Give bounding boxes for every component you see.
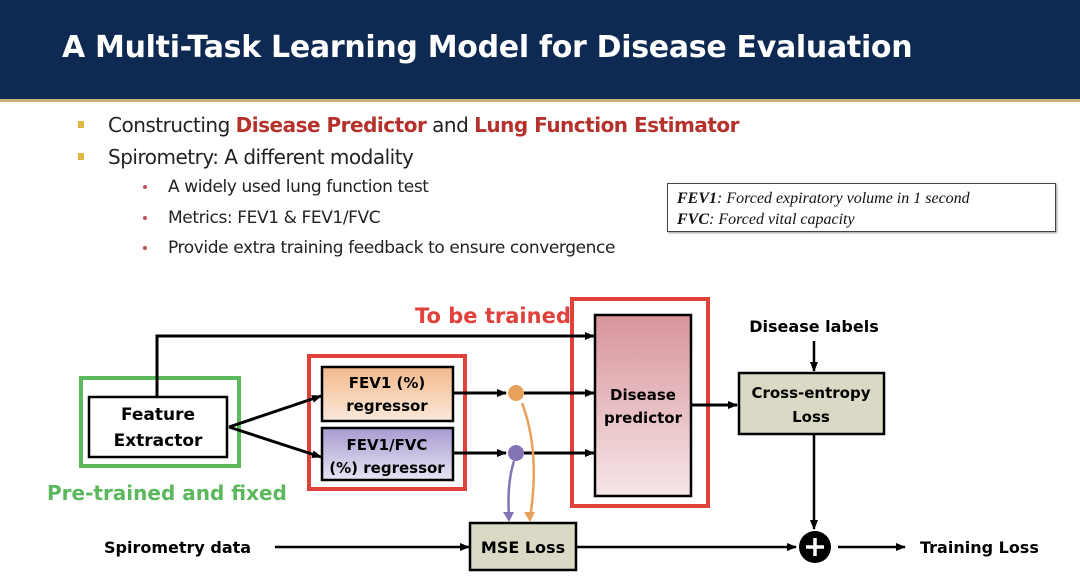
skip-connection-arrow — [155, 332, 595, 397]
term: FVC — [677, 211, 710, 228]
mse-loss-box: MSE Loss — [468, 521, 578, 572]
definitions-box: FEV1: Forced expiratory volume in 1 seco… — [667, 183, 1056, 232]
ratio-regressor-box: FEV1/FVC (%) regressor — [320, 426, 455, 482]
label: (%) regressor — [329, 459, 445, 477]
orange-arrowhead — [524, 512, 535, 522]
feature-extractor-box: Feature Extractor — [87, 395, 229, 459]
sub-bullet: A widely used lung function test — [143, 177, 429, 197]
bullet-2: Spirometry: A different modality — [77, 145, 414, 169]
bullet-1: Constructing Disease Predictor and Lung … — [78, 113, 739, 137]
orange-curve-arrow — [520, 402, 536, 519]
purple-curve-arrow — [507, 460, 516, 519]
label: Extractor — [114, 431, 203, 451]
to-be-trained-label: To be trained — [415, 304, 571, 328]
disease-predictor-box: Disease predictor — [593, 313, 693, 498]
definition-fev1: FEV1: Forced expiratory volume in 1 seco… — [677, 188, 1046, 209]
arrow-to-fev1 — [228, 394, 322, 429]
label: Disease — [610, 386, 676, 404]
regressor-group — [307, 354, 467, 491]
label: FEV1/FVC — [347, 436, 428, 454]
slide-header: A Multi-Task Learning Model for Disease … — [0, 0, 1080, 102]
highlight-disease-predictor: Disease Predictor — [235, 113, 427, 137]
desc: : Forced expiratory volume in 1 second — [717, 190, 970, 207]
sum-plus-icon — [799, 531, 831, 563]
label: Cross-entropy — [751, 384, 870, 402]
disease-labels-label: Disease labels — [749, 317, 878, 336]
ratio-output-dot — [508, 445, 524, 461]
spirometry-data-label: Spirometry data — [104, 538, 251, 557]
cross-entropy-loss-box: Cross-entropy Loss — [737, 371, 886, 436]
purple-arrowhead — [503, 512, 514, 522]
label: Loss — [792, 408, 830, 426]
fev1-regressor-box: FEV1 (%) regressor — [320, 365, 455, 423]
term: FEV1 — [677, 190, 718, 207]
label: Feature — [121, 405, 195, 425]
sub-bullet: Metrics: FEV1 & FEV1/FVC — [142, 208, 381, 228]
sub-bullet: Provide extra training feedback to ensur… — [142, 238, 616, 258]
definition-fvc: FVC: Forced vital capacity — [677, 209, 1046, 230]
label: predictor — [604, 409, 683, 427]
label: MSE Loss — [481, 538, 565, 557]
arrow-to-ratio — [228, 425, 322, 459]
predictor-group — [570, 297, 710, 508]
bullet-text: and — [426, 113, 475, 137]
pretrained-label: Pre-trained and fixed — [47, 481, 287, 505]
slide-title: A Multi-Task Learning Model for Disease … — [62, 30, 913, 65]
desc: : Forced vital capacity — [709, 211, 855, 228]
label: FEV1 (%) — [349, 374, 426, 392]
highlight-lung-function-estimator: Lung Function Estimator — [474, 113, 739, 137]
fev1-output-dot — [508, 385, 524, 401]
bullet-text: Constructing — [108, 113, 236, 137]
label: regressor — [346, 397, 428, 415]
pretrained-group — [79, 376, 241, 468]
training-loss-label: Training Loss — [920, 538, 1039, 557]
